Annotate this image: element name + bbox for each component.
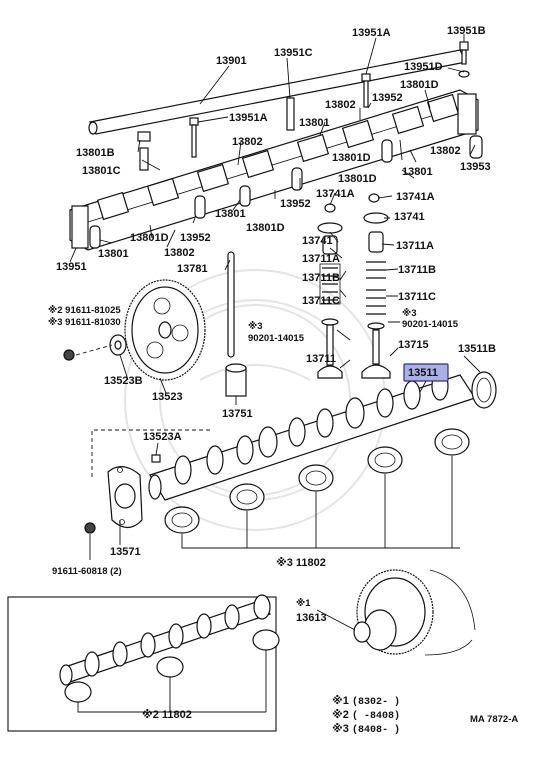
label-13802-c: 13802 <box>430 145 461 157</box>
leader-lines <box>69 34 481 712</box>
label-13801b: 13801B <box>76 147 115 159</box>
nut-13801b[interactable] <box>137 131 151 142</box>
label-90201-r: 90201-14015 <box>402 319 459 330</box>
label-13951b: 13951B <box>447 25 486 37</box>
label-13741-r: 13741 <box>394 211 425 223</box>
bolt-13951c[interactable] <box>286 97 295 131</box>
label-13801d-b: 13801D <box>332 152 371 164</box>
label-91611-81025: ※2 91611-81025 <box>48 305 121 316</box>
label-13523b: 13523B <box>104 375 143 387</box>
label-13523a: 13523A <box>143 431 182 443</box>
legend: ※1 (8302- ) ※2 ( -8408) ※3 (8408- ) <box>332 695 400 736</box>
camshaft-13511[interactable] <box>148 371 476 501</box>
label-13511b: 13511B <box>458 343 496 355</box>
label-13511: 13511 <box>408 367 438 379</box>
label-13801d-d: 13801D <box>246 222 285 234</box>
label-13801c: 13801C <box>82 165 121 177</box>
label-13951c: 13951C <box>274 47 313 59</box>
camshaft-gear-13523[interactable] <box>124 279 206 381</box>
label-13801-a: 13801 <box>299 117 330 129</box>
label-ref-code: MA 7872-A <box>470 714 518 725</box>
part-labels: 13951B 13951A 13901 13951C 13951D 13801D… <box>48 25 518 725</box>
valve-lifter-13751[interactable] <box>225 363 247 397</box>
bolt-91611-60818[interactable] <box>84 522 96 534</box>
legend-mark-3: ※3 <box>332 723 349 735</box>
label-13781: 13781 <box>177 263 208 275</box>
pushrod-13781[interactable] <box>227 251 235 358</box>
label-13711: 13711 <box>306 353 336 365</box>
legend-range-3: (8408- ) <box>352 724 400 736</box>
label-13741a-l: 13741A <box>316 188 355 200</box>
rocker-arm-assembly[interactable] <box>69 89 483 251</box>
label-13901: 13901 <box>216 55 247 67</box>
label-13952-a: 13952 <box>372 92 403 104</box>
label-13801-d: 13801 <box>98 248 129 260</box>
label-13715: 13715 <box>398 339 429 351</box>
inset-box <box>7 596 277 732</box>
label-11802-2: ※2 11802 <box>142 709 192 721</box>
label-13613: 13613 <box>296 612 327 624</box>
inset-bearings-11802[interactable] <box>64 629 280 703</box>
label-13571: 13571 <box>110 546 141 558</box>
spring-13801c[interactable] <box>139 147 149 171</box>
label-91611-60818: 91611-60818 (2) <box>52 566 122 577</box>
label-13801d-a: 13801D <box>400 79 439 91</box>
label-13802-b: 13802 <box>232 136 263 148</box>
label-star3-a: ※3 <box>248 321 263 332</box>
label-91611-81030: ※3 91611-81030 <box>48 317 121 328</box>
label-13711c-r: 13711C <box>398 291 436 303</box>
label-13711a-r: 13711A <box>396 240 434 252</box>
label-13741a-r: 13741A <box>396 191 435 203</box>
label-13952-b: 13952 <box>280 198 311 210</box>
inset-camshaft[interactable] <box>59 594 271 686</box>
bolt-91611-left[interactable] <box>63 349 75 361</box>
label-13951a-top: 13951A <box>352 27 391 39</box>
label-13953: 13953 <box>460 161 491 173</box>
label-13951-left: 13951 <box>56 261 87 273</box>
legend-range-2: ( -8408) <box>352 710 400 722</box>
label-13711a-l: 13711A <box>302 253 340 265</box>
washer-13523b[interactable] <box>109 334 127 356</box>
label-13951a-mid: 13951A <box>229 112 268 124</box>
label-13711b-l: 13711B <box>302 272 340 284</box>
label-90201-l: 90201-14015 <box>248 333 305 344</box>
legend-mark-2: ※2 <box>332 709 349 721</box>
dash-bolt-leader <box>75 344 113 356</box>
label-13801d-c: 13801D <box>338 173 377 185</box>
camshaft-timing-gear-13613[interactable] <box>353 569 476 656</box>
valve-stack-right[interactable] <box>361 193 391 379</box>
label-13952-c: 13952 <box>180 232 211 244</box>
label-13741-l: 13741 <box>302 235 333 247</box>
label-13801-b: 13801 <box>402 166 433 178</box>
label-13801d-e: 13801D <box>130 232 169 244</box>
label-star3-b: ※3 <box>402 308 417 319</box>
plug-13511b[interactable] <box>471 371 497 409</box>
bearing-bracket-lines <box>181 456 460 549</box>
valve-stack-left[interactable] <box>317 203 343 379</box>
label-13711b-r: 13711B <box>398 264 436 276</box>
bolt-13951a-top[interactable] <box>361 73 371 108</box>
label-13523: 13523 <box>152 391 183 403</box>
legend-range-1: (8302- ) <box>352 696 400 708</box>
bolt-13951a-mid[interactable] <box>189 117 199 158</box>
label-13802-d: 13802 <box>164 247 195 259</box>
label-star1: ※1 <box>296 598 311 609</box>
label-13802-a: 13802 <box>325 99 356 111</box>
legend-mark-1: ※1 <box>332 695 349 707</box>
washer-13951d[interactable] <box>458 70 470 78</box>
bearings-11802-row[interactable] <box>164 428 470 534</box>
label-13711c-l: 13711C <box>302 295 340 307</box>
label-11802-3: ※3 11802 <box>276 557 326 569</box>
label-13801-c: 13801 <box>215 208 246 220</box>
label-13951d: 13951D <box>404 61 443 73</box>
key-13523a[interactable] <box>151 454 161 463</box>
thrust-plate-13571[interactable] <box>107 466 143 529</box>
label-13751: 13751 <box>222 408 253 420</box>
